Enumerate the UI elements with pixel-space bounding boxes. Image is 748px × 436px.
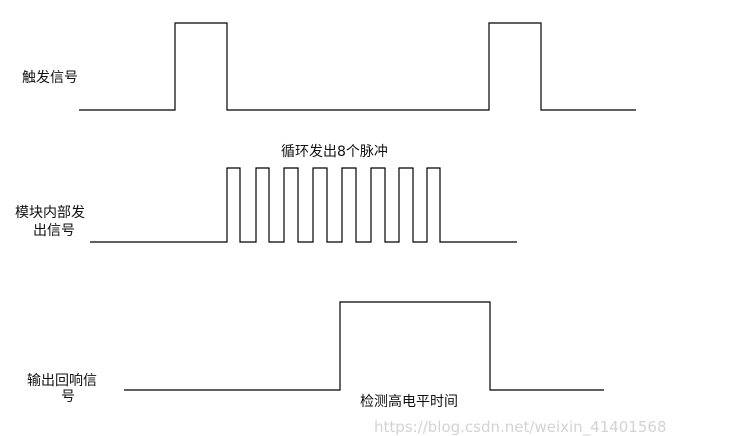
echo-signal-label-line2: 号 — [61, 389, 75, 405]
internal-signal-label-line1: 模块内部发 — [15, 205, 85, 221]
internal-signal-label-line2: 出信号 — [33, 223, 75, 239]
trigger-signal-label: 触发信号 — [22, 70, 78, 86]
internal-burst-waveform — [90, 167, 517, 243]
trigger-signal-waveform — [79, 22, 636, 111]
burst-caption: 循环发出8个脉冲 — [281, 144, 388, 160]
echo-signal-label-line1: 输出回响信 — [27, 373, 97, 389]
watermark: https://blog.csdn.net/weixin_41401568 — [374, 418, 667, 436]
high-time-caption: 检测高电平时间 — [360, 394, 458, 410]
echo-signal-waveform — [124, 301, 604, 391]
